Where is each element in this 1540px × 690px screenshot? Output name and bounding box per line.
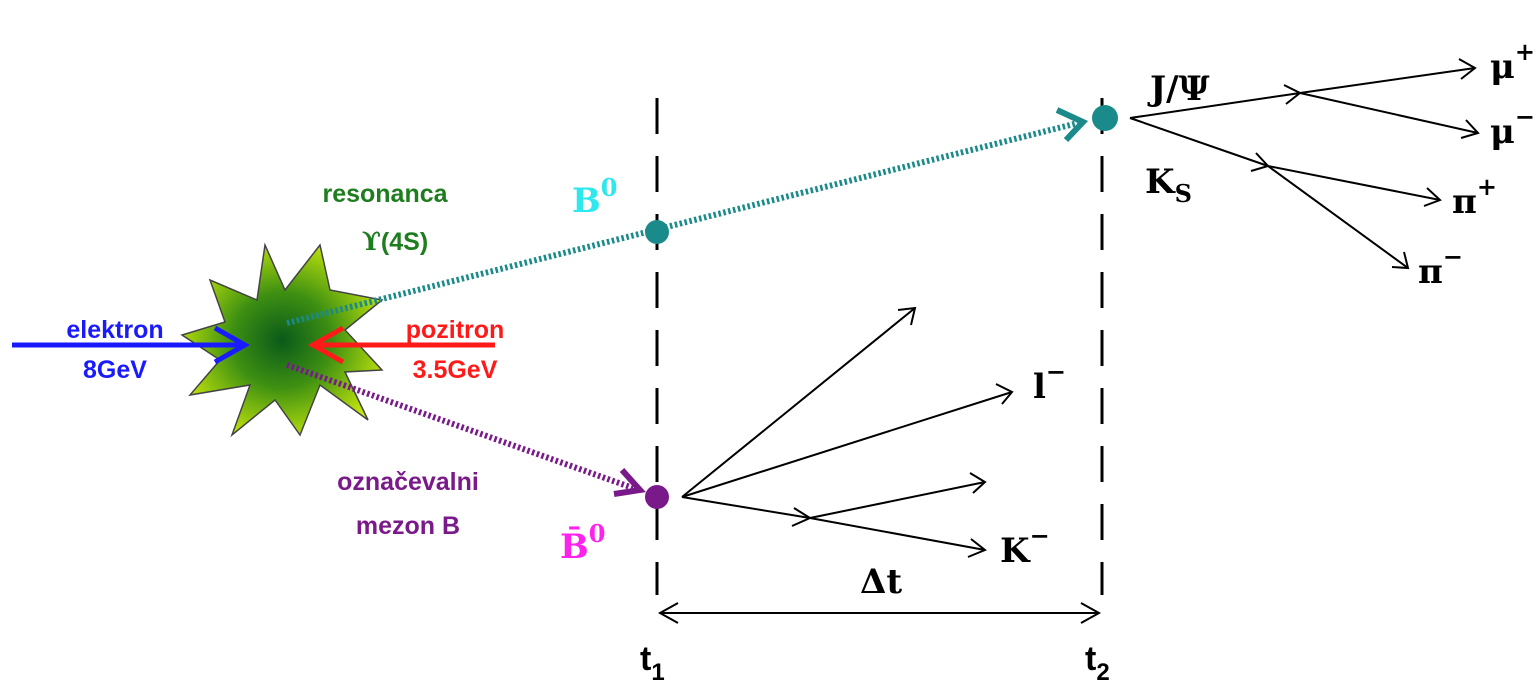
b0-decay-vertex	[1092, 105, 1118, 131]
tag-flight-track	[285, 362, 635, 491]
resonance-label: resonanca	[322, 180, 448, 208]
b0-point-t1	[645, 220, 669, 244]
electron-energy: 8GeV	[83, 356, 147, 384]
ks-label: KS	[1145, 162, 1192, 208]
jpsi-label: J/Ψ	[1147, 69, 1210, 109]
mu-plus-label: μ+	[1490, 37, 1535, 87]
collision-star-shape	[180, 242, 384, 438]
electron-label: elektron	[66, 316, 163, 344]
b0bar-decay-tracks	[681, 306, 1014, 558]
b0-decay-tracks	[1129, 58, 1480, 270]
tag-meson-label-2: mezon B	[356, 512, 460, 540]
tag-meson-label: označevalni	[337, 468, 479, 496]
lepton-label: l−	[1033, 357, 1066, 407]
positron-energy: 3.5GeV	[413, 356, 498, 384]
positron-label: pozitron	[406, 316, 505, 344]
b0-flight-arrowhead	[1055, 107, 1089, 143]
pi-minus-label: π−	[1418, 242, 1463, 292]
resonance-state: ϒ(4S)	[362, 227, 428, 256]
positron-arrowhead	[307, 325, 345, 365]
pi-plus-label: π+	[1452, 172, 1497, 222]
mu-minus-label: μ−	[1490, 102, 1535, 152]
t1-label: t1	[640, 640, 665, 686]
delta-t-label: Δt	[860, 562, 902, 602]
delta-t-right-head	[1080, 602, 1102, 624]
kaon-label: K−	[1000, 521, 1050, 571]
b0bar-label: B̄0	[560, 519, 605, 567]
electron-arrowhead	[213, 325, 251, 365]
t2-label: t2	[1085, 640, 1110, 686]
b0-flight-track	[286, 120, 1079, 326]
b0-label: B0	[572, 173, 617, 221]
tag-flight-arrowhead	[613, 467, 646, 497]
b0bar-decay-vertex	[645, 485, 669, 509]
delta-t-left-head	[657, 602, 679, 624]
